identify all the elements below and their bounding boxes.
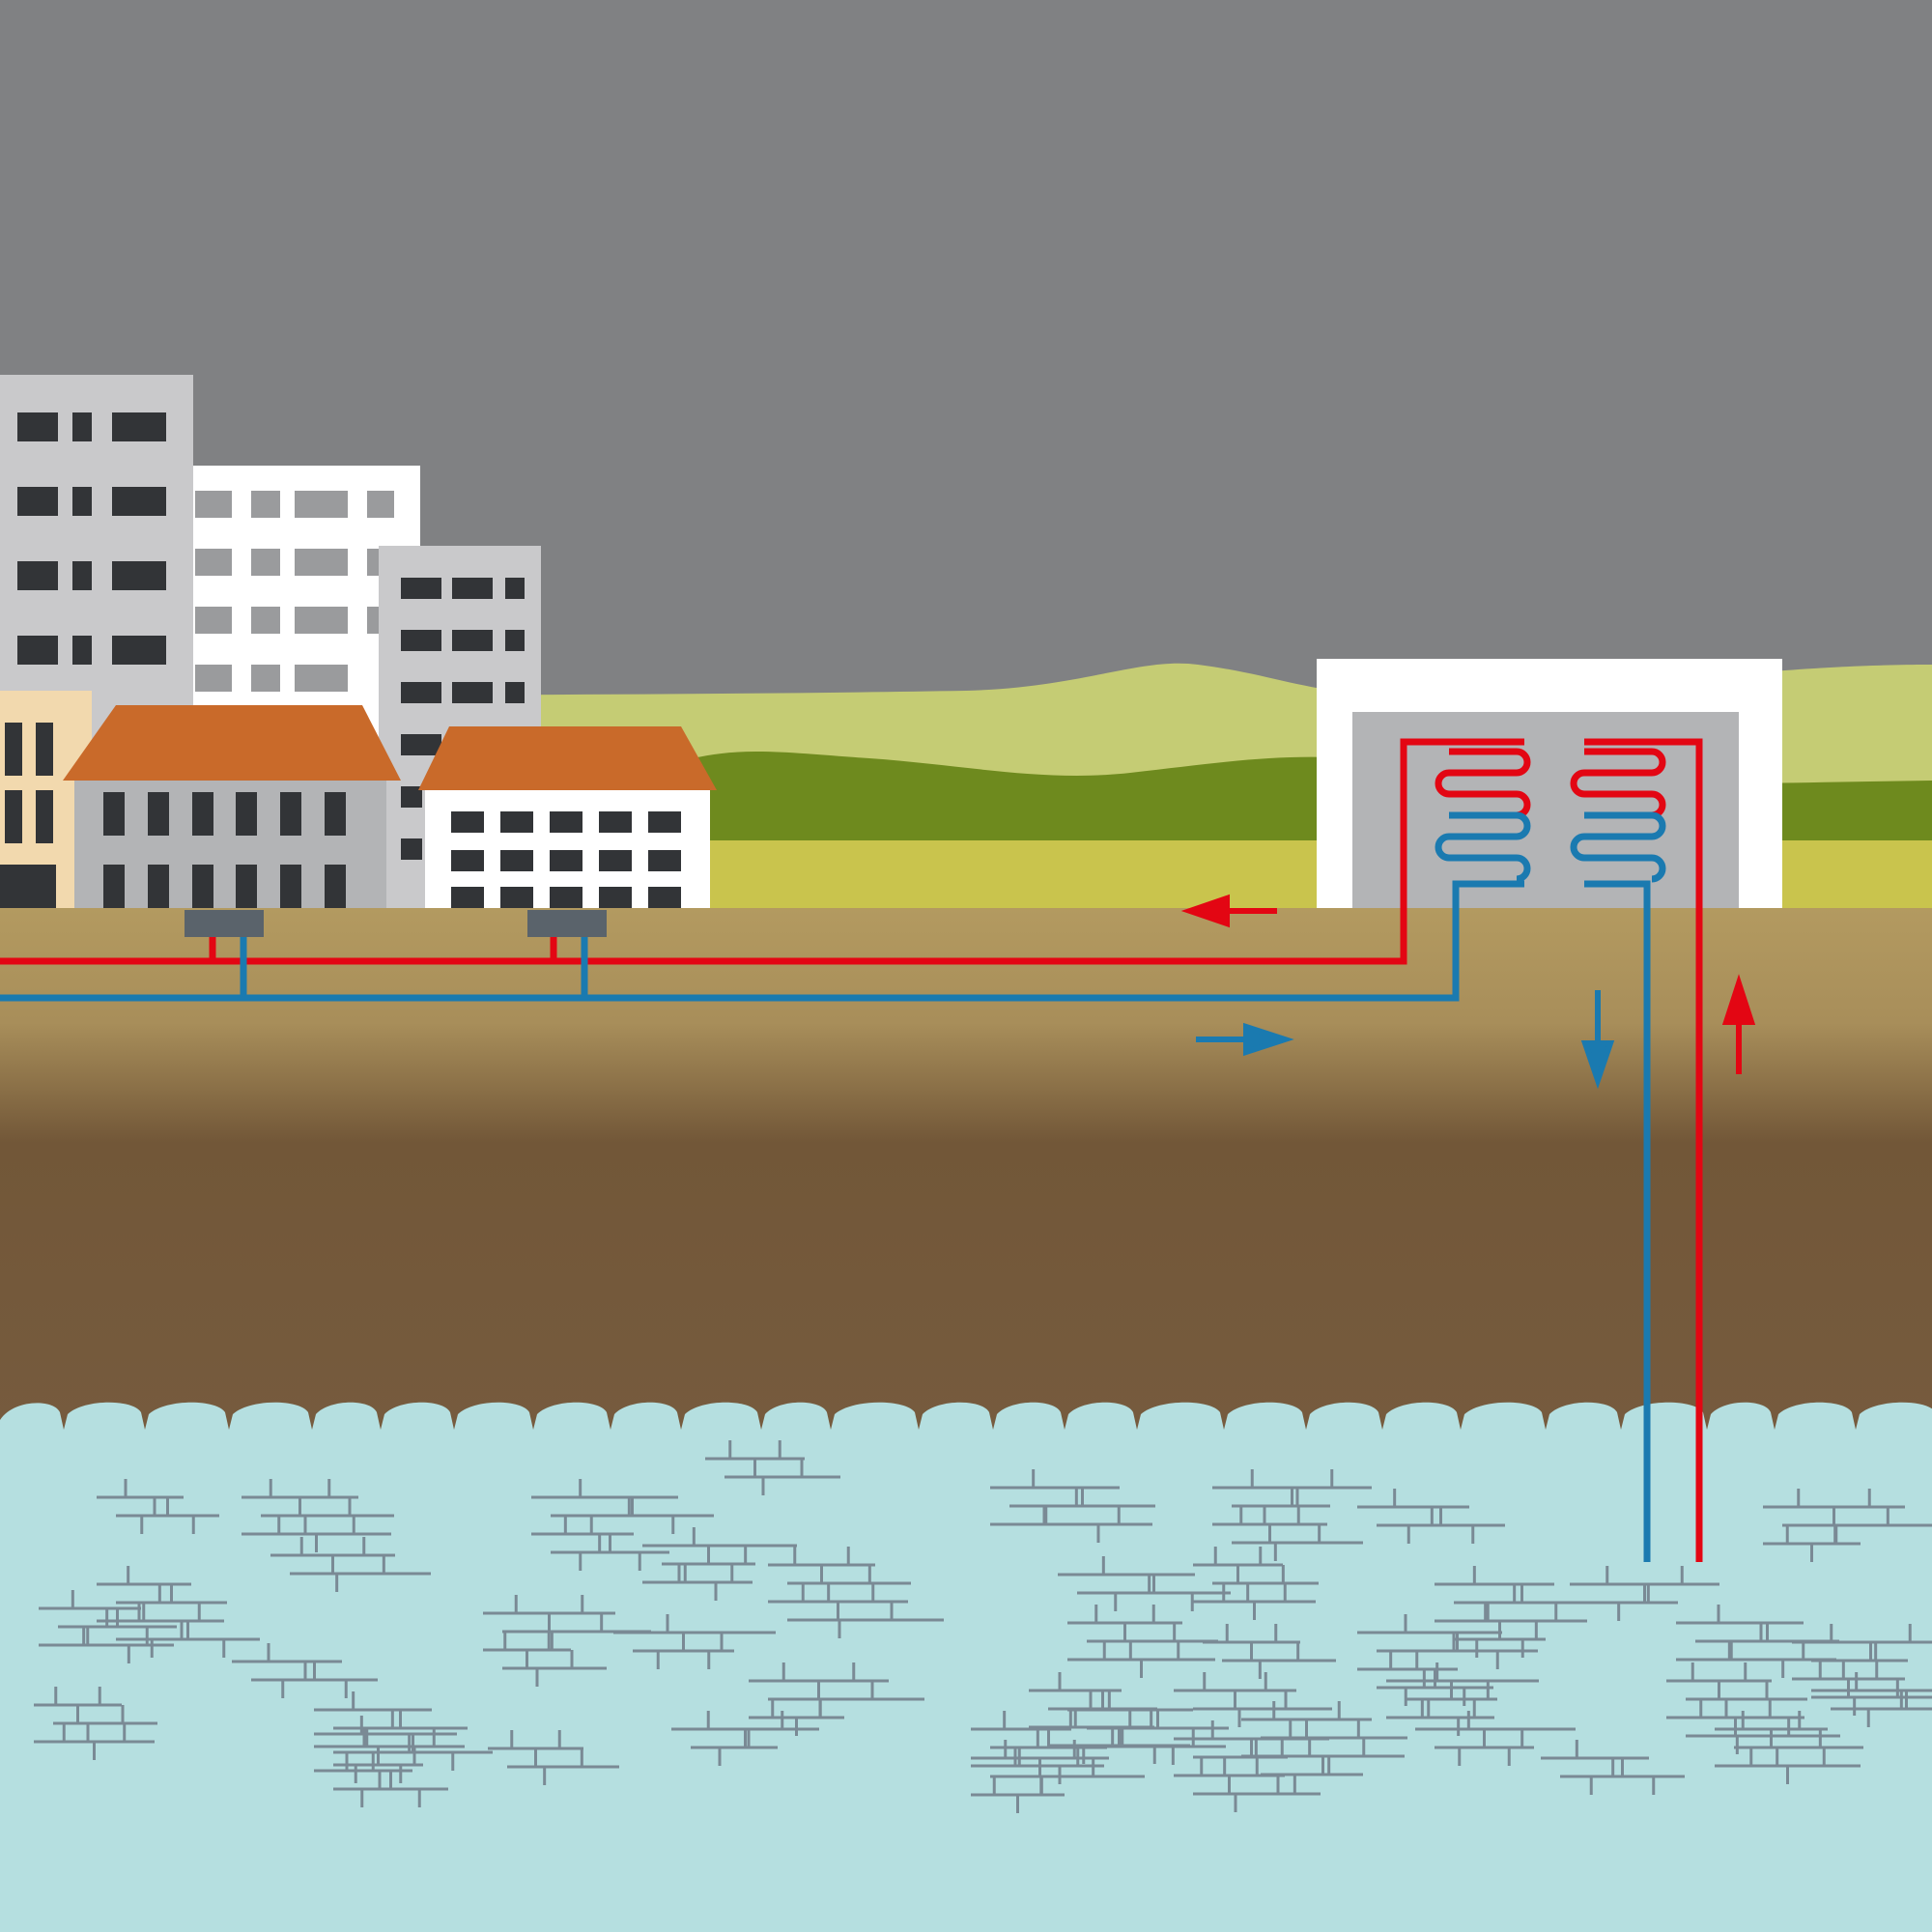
house-roof-right — [418, 726, 717, 790]
flow-arrow-icon — [1180, 894, 1277, 928]
coil — [1435, 748, 1531, 819]
substation-left — [185, 910, 264, 937]
return-pipe-cold — [0, 880, 1524, 1002]
well-pipe-cold — [1584, 880, 1651, 1562]
flow-arrow-icon — [1580, 990, 1615, 1090]
well-pipe-hot — [1584, 738, 1703, 1562]
house-roof-left — [63, 705, 401, 781]
substation-right — [527, 910, 607, 937]
coil — [1570, 748, 1666, 819]
heat-exchanger-coils — [1435, 748, 1666, 883]
district-heating-network — [0, 738, 1703, 1562]
supply-pipe-hot — [0, 738, 1524, 965]
coil — [1435, 811, 1531, 883]
city-buildings — [0, 375, 717, 908]
heat-pump-plant — [1317, 659, 1782, 908]
flow-arrows — [1180, 894, 1756, 1090]
rock-texture — [34, 1440, 1932, 1813]
flow-arrow-icon — [1196, 1022, 1294, 1057]
coil — [1570, 811, 1666, 883]
groundwater-aquifer — [0, 1402, 1932, 1932]
soil — [0, 908, 1932, 1430]
flow-arrow-icon — [1721, 974, 1756, 1074]
